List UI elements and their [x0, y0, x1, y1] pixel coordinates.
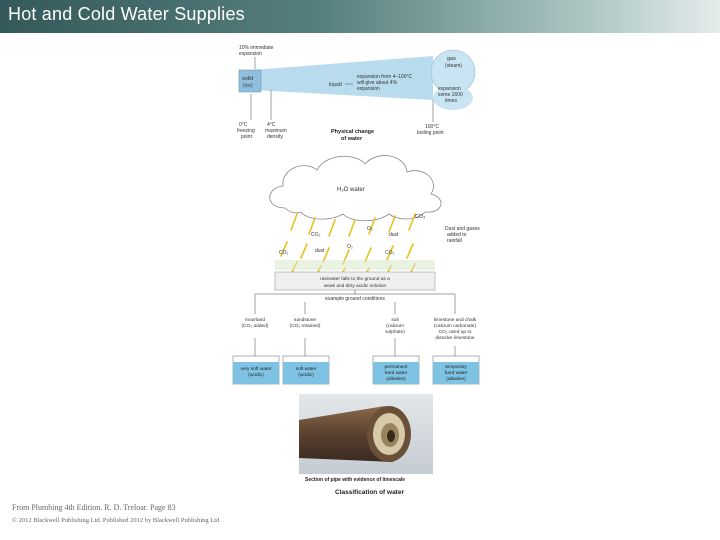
ground-section: rainwater falls to the ground as a weak … [232, 271, 480, 385]
boiling-1: 100°C [425, 124, 439, 130]
result-very-soft-2: (acidic) [248, 372, 264, 378]
ice-block [238, 69, 262, 93]
type-limestone-4: dissolve limestone [435, 335, 475, 341]
result-permanent-1: permanent [385, 364, 409, 370]
type-soil-1: soil [391, 317, 398, 323]
max-density-2: maximum [265, 128, 287, 134]
result-temporary-1: temporary [445, 364, 467, 370]
type-soil-3: sulphate) [385, 329, 405, 335]
ground-arrows [254, 290, 456, 356]
physical-change-caption-1: Physical change [331, 129, 374, 135]
freezing-3: point [241, 134, 252, 140]
particle-dust-2: dust [315, 248, 325, 254]
particle-o2-1: O₂ [367, 226, 373, 232]
result-temporary-3: (alkaline) [446, 376, 466, 382]
particle-co2-1: CO₂ [311, 232, 321, 238]
freezing-1: 0°C [239, 122, 248, 128]
expansion-4-100-1: expansion from 4–100°C [357, 74, 412, 80]
expansion-4-100-2: will give about 4% [357, 80, 398, 86]
type-limestone-3: CO₂ used up to [439, 329, 472, 335]
slide-header: Hot and Cold Water Supplies [0, 0, 720, 33]
type-sandstone-2: (CO₂ retained) [290, 323, 321, 329]
type-soil-2: (calcium [386, 323, 404, 329]
result-permanent-3: (alkaline) [386, 376, 406, 382]
expansion-beam [253, 56, 433, 100]
max-density-1: 4°C [267, 122, 276, 128]
water-containers [232, 355, 480, 385]
result-temporary-2: hard water [445, 370, 468, 376]
dust-note-3: rainfall [447, 238, 462, 244]
figure-caption: Classification of water [335, 489, 404, 496]
type-moorland-1: moorland [245, 317, 265, 323]
particle-co2-3: CO₂ [385, 250, 395, 256]
rain-cloud [269, 155, 442, 222]
pipe-caption: Section of pipe with evidence of limesca… [305, 477, 405, 483]
expansion-note-2: expansion [239, 51, 262, 57]
liquid-label: liquid [329, 82, 342, 88]
rain-falls-2: weak and dirty acidic solution [324, 283, 387, 289]
result-very-soft-1: very soft water [240, 366, 272, 372]
expansion-note-1: 10% immediate [239, 45, 274, 51]
boiling-2: boiling point [417, 130, 444, 136]
rain-falls-1: rainwater falls to the ground as a [320, 276, 390, 282]
particle-dust-1: dust [389, 232, 399, 238]
source-citation: From Plumbing 4th Edition. R. D. Treloar… [12, 503, 176, 512]
expansion-4-100-3: expansion [357, 86, 380, 92]
result-soft-2: (acidic) [298, 372, 314, 378]
type-limestone-2: (calcium carbonate) [434, 323, 477, 329]
co2-top: CO₂ [415, 214, 425, 220]
classification-diagram: solid (ice) gas (steam) 10% immediate ex… [232, 45, 480, 496]
type-limestone-1: limestone and chalk [434, 317, 477, 323]
expansion-gas-2: some 1600 [438, 92, 463, 98]
physical-change-section: solid (ice) gas (steam) 10% immediate ex… [237, 45, 476, 142]
result-permanent-2: hard water [385, 370, 408, 376]
dust-note-2: added to [447, 232, 467, 238]
expansion-gas-3: times [445, 98, 457, 104]
max-density-3: density [267, 134, 283, 140]
slide-title: Hot and Cold Water Supplies [8, 4, 245, 24]
cloud-label: H₂O water [337, 187, 365, 193]
particle-o2-2: O₂ [347, 244, 353, 250]
type-sandstone-1: sandstone [294, 317, 316, 323]
pipe-photo [299, 394, 433, 474]
type-moorland-2: (CO₂ added) [242, 323, 269, 329]
dust-note-1: Dust and gases [445, 226, 480, 232]
gas-sub: (steam) [445, 63, 462, 69]
dust-band [275, 260, 435, 270]
solid-label: solid [242, 76, 253, 82]
ground-conditions: example ground conditions [325, 296, 385, 302]
steam-cloud-lower [433, 86, 473, 110]
physical-change-caption-2: of water [341, 136, 363, 142]
particle-co2-2: CO₂ [279, 250, 289, 256]
result-soft-1: soft water [296, 366, 317, 372]
copyright-notice: © 2012 Blackwell Publishing Ltd. Publish… [12, 517, 220, 524]
expansion-gas-1: expansion [438, 86, 461, 92]
gas-label: gas [447, 56, 456, 62]
solid-sub: (ice) [243, 83, 253, 89]
cloud-section: H₂O water CO₂ CO₂ O₂ [269, 155, 480, 281]
freezing-2: freezing [237, 128, 255, 134]
